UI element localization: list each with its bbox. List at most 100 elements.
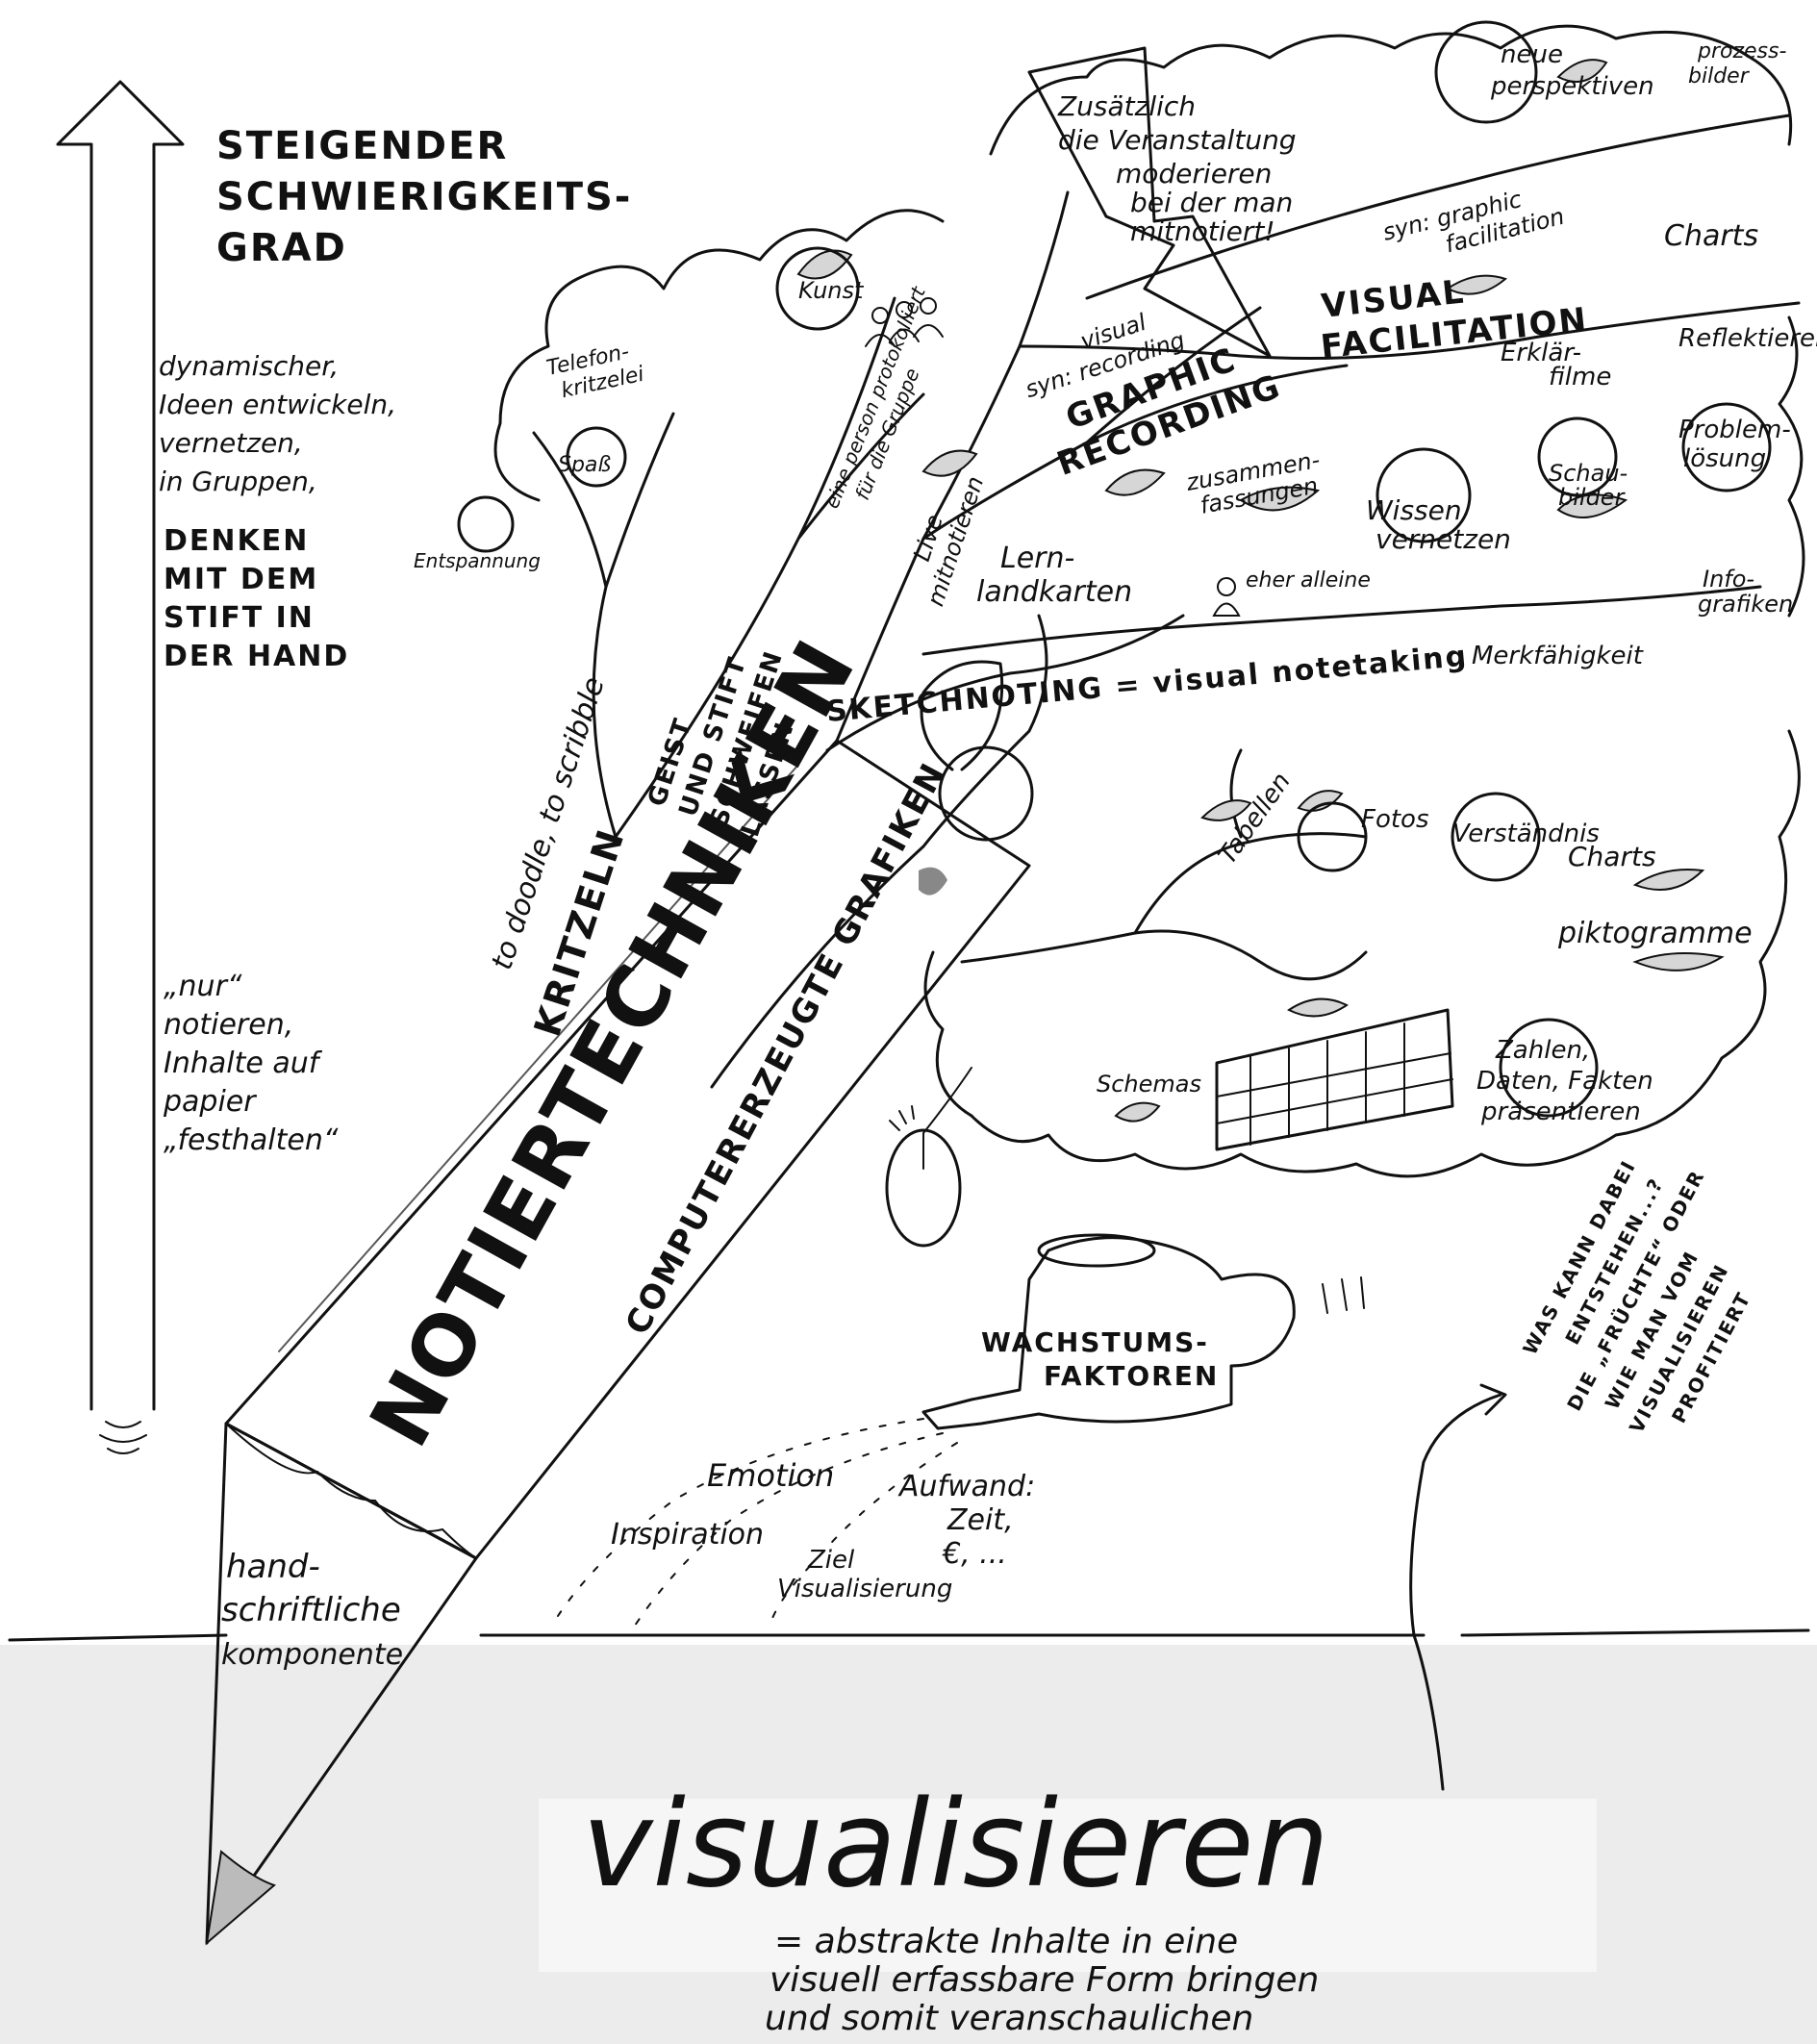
svg-text:dynamischer,: dynamischer, — [159, 350, 339, 382]
svg-text:Aufwand:: Aufwand: — [897, 1470, 1035, 1503]
svg-text:SCHWIERIGKEITS-: SCHWIERIGKEITS- — [216, 175, 632, 219]
schemas-label: Schemas — [1097, 1071, 1201, 1098]
pencil — [205, 739, 1031, 1946]
fotos-label: Fotos — [1361, 805, 1429, 834]
single-person-icon — [1212, 577, 1241, 617]
zahlen-label: Zahlen, Daten, Fakten präsentieren — [1476, 1036, 1653, 1126]
svg-text:„festhalten“: „festhalten“ — [164, 1123, 339, 1157]
svg-text:bei der man: bei der man — [1130, 187, 1293, 218]
svg-text:und somit veranschaulichen: und somit veranschaulichen — [765, 1999, 1253, 2038]
piktogramme-label: piktogramme — [1557, 917, 1753, 950]
question-arrow — [1409, 1383, 1507, 1791]
svg-text:präsentieren: präsentieren — [1480, 1098, 1641, 1126]
visual-facilitation-syn: syn: graphic facilitation — [1380, 186, 1567, 259]
svg-text:Erklär-: Erklär- — [1501, 339, 1581, 367]
svg-text:hand-: hand- — [226, 1548, 320, 1586]
foliage-outlines — [493, 24, 1805, 1178]
svg-text:= abstrakte Inhalte in eine: = abstrakte Inhalte in eine — [774, 1922, 1238, 1961]
wissen-label: Wissen vernetzen — [1366, 494, 1511, 555]
charts-top-label: Charts — [1664, 219, 1758, 253]
svg-text:vernetzen,: vernetzen, — [159, 427, 303, 459]
difficulty-title: STEIGENDER SCHWIERIGKEITS- GRAD — [216, 124, 632, 270]
emotion-label: Emotion — [707, 1457, 834, 1494]
ground-shade-light — [539, 1799, 1597, 1972]
charts-low-label: Charts — [1568, 841, 1656, 872]
svg-text:bilder: bilder — [1558, 484, 1627, 511]
inspiration-label: Inspiration — [611, 1518, 764, 1552]
prozess-label: prozess- bilder — [1688, 39, 1786, 88]
erklaer-label: Erklär- filme — [1501, 339, 1611, 391]
svg-text:papier: papier — [163, 1085, 257, 1119]
svg-text:Daten, Fakten: Daten, Fakten — [1476, 1067, 1653, 1096]
svg-text:€, ...: €, ... — [942, 1537, 1007, 1571]
svg-text:Zusätzlich: Zusätzlich — [1057, 90, 1196, 122]
svg-text:WACHSTUMS-: WACHSTUMS- — [981, 1326, 1209, 1358]
apples — [457, 20, 1772, 1118]
svg-text:filme: filme — [1549, 363, 1611, 391]
watering-can-icon — [557, 1233, 1365, 1627]
moderation-arrow — [1027, 46, 1272, 358]
spass-label: Spaß — [558, 453, 611, 477]
leaves — [796, 59, 1725, 1123]
definition: = abstrakte Inhalte in eine visuell erfa… — [765, 1922, 1319, 2038]
svg-text:GRAD: GRAD — [216, 226, 347, 270]
merk-label: Merkfähigkeit — [1472, 642, 1644, 670]
svg-text:landkarten: landkarten — [976, 575, 1132, 609]
difficulty-arrow — [56, 80, 185, 1454]
svg-text:bilder: bilder — [1688, 64, 1751, 88]
mouse-icon — [885, 1067, 972, 1248]
svg-text:FAKTOREN: FAKTOREN — [1044, 1360, 1219, 1392]
ground-line — [8, 1628, 1810, 1642]
problem-label: Problem- lösung — [1678, 416, 1791, 473]
svg-text:neue: neue — [1501, 40, 1563, 69]
entspannung-label: Entspannung — [414, 549, 541, 572]
difficulty-upper-text: dynamischer, Ideen entwickeln, vernetzen… — [159, 350, 396, 497]
svg-text:DENKEN: DENKEN — [164, 524, 309, 558]
group-people-icon — [865, 297, 944, 347]
svg-text:Inhalte auf: Inhalte auf — [164, 1047, 323, 1080]
headline: visualisieren — [582, 1776, 1329, 1914]
svg-text:MIT DEM: MIT DEM — [164, 563, 318, 596]
kunst-label: Kunst — [798, 277, 865, 304]
svg-text:die Veranstaltung: die Veranstaltung — [1058, 124, 1297, 156]
difficulty-lower-text: „nur“ notieren, Inhalte auf papier „fest… — [163, 970, 339, 1157]
live-label: Live mitnotieren — [908, 473, 989, 610]
svg-text:lösung: lösung — [1683, 444, 1766, 473]
svg-text:Schau-: Schau- — [1549, 460, 1628, 487]
ziel-label: Ziel Visualisierung — [777, 1546, 952, 1603]
svg-text:Info-: Info- — [1703, 566, 1754, 593]
svg-text:visuell erfassbare Form bringe: visuell erfassbare Form bringen — [770, 1960, 1319, 2000]
svg-text:perspektiven: perspektiven — [1490, 72, 1654, 101]
tree-branches — [532, 114, 1801, 1089]
reflektieren-label: Reflektieren — [1678, 324, 1817, 353]
svg-text:Zeit,: Zeit, — [946, 1503, 1014, 1537]
svg-text:Lern-: Lern- — [1000, 542, 1074, 575]
lern-label: Lern- landkarten — [976, 542, 1132, 609]
svg-text:mitnotiert!: mitnotiert! — [1130, 215, 1275, 247]
svg-text:„nur“: „nur“ — [164, 970, 242, 1003]
svg-text:DER HAND: DER HAND — [164, 640, 349, 673]
svg-text:Ziel: Ziel — [807, 1546, 855, 1575]
svg-text:in Gruppen,: in Gruppen, — [159, 466, 317, 497]
svg-text:STEIGENDER: STEIGENDER — [216, 124, 508, 168]
neue-label: neue perspektiven — [1490, 40, 1654, 101]
svg-text:schriftliche: schriftliche — [221, 1591, 401, 1629]
sketchnoting-label: SKETCHNOTING = visual notetaking — [825, 640, 1470, 729]
denken-text: DENKEN MIT DEM STIFT IN DER HAND — [164, 524, 349, 673]
zusammen-label: zusammen- fassungen — [1183, 446, 1322, 519]
svg-text:vernetzen: vernetzen — [1375, 523, 1511, 555]
svg-text:komponente: komponente — [221, 1638, 403, 1672]
svg-text:Wissen: Wissen — [1366, 494, 1462, 526]
aufwand-label: Aufwand: Zeit, €, ... — [897, 1470, 1035, 1571]
pencil-tip-label: hand- schriftliche komponente — [221, 1548, 403, 1672]
svg-text:Ideen entwickeln,: Ideen entwickeln, — [159, 389, 396, 420]
growth-title: WACHSTUMS- FAKTOREN — [981, 1326, 1219, 1392]
question-text: WAS KANN DABEI ENTSTEHEN...? DIE „FRÜCHT… — [1518, 1156, 1755, 1437]
verstaendnis-label: Verständnis — [1452, 820, 1600, 848]
svg-text:Problem-: Problem- — [1678, 416, 1791, 444]
svg-text:grafiken: grafiken — [1698, 591, 1793, 618]
svg-text:STIFT IN: STIFT IN — [164, 601, 315, 635]
grid-chart-icon — [1215, 1008, 1454, 1151]
svg-text:Zahlen,: Zahlen, — [1495, 1036, 1590, 1065]
svg-text:notieren,: notieren, — [164, 1008, 293, 1042]
